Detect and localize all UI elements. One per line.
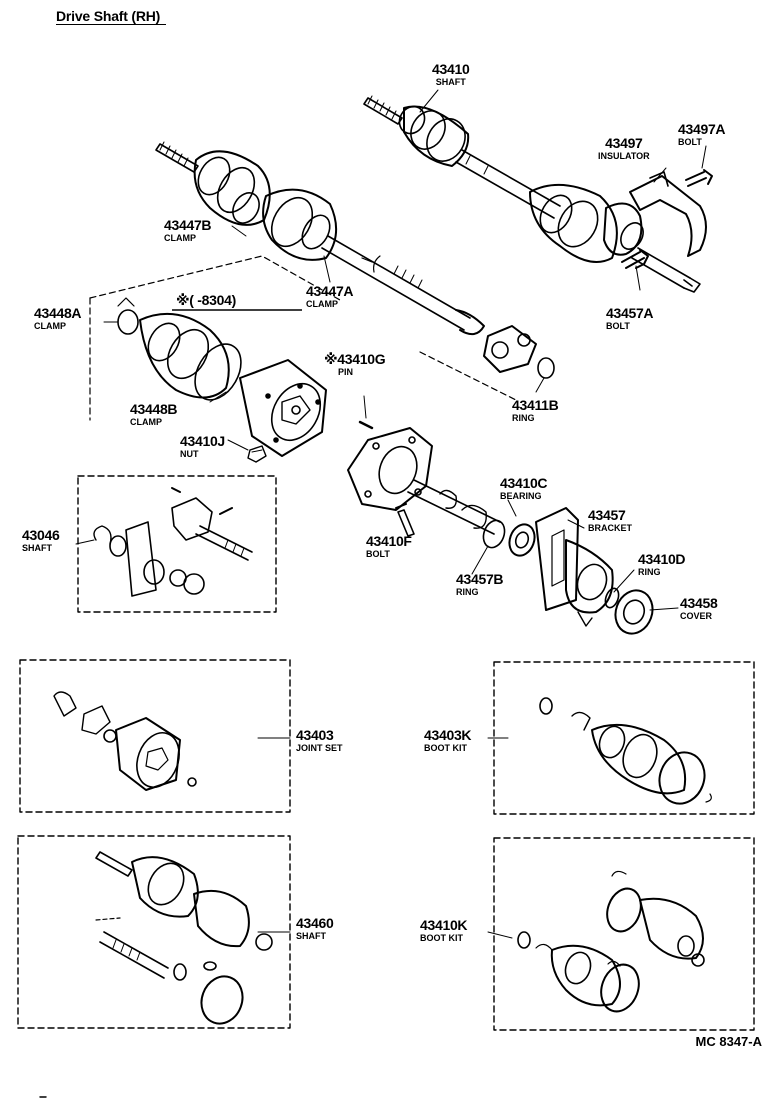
shaft-43460 (17, 835, 291, 1029)
boot-and-joint-assembly (103, 297, 327, 463)
boot-kit-43403k (487, 661, 755, 815)
center-bearing-bracket (347, 395, 679, 635)
left-drive-shaft (89, 141, 555, 421)
main-drive-shaft (363, 89, 713, 293)
date-range-callout: ※( -8304) (176, 292, 236, 308)
page-title: Drive Shaft (RH) (56, 8, 167, 25)
shaft-kit-43046 (75, 475, 277, 613)
joint-set-43403 (19, 659, 291, 813)
boot-kit-43410k (487, 837, 755, 1031)
figure-code: MC 8347-A (695, 1034, 762, 1049)
